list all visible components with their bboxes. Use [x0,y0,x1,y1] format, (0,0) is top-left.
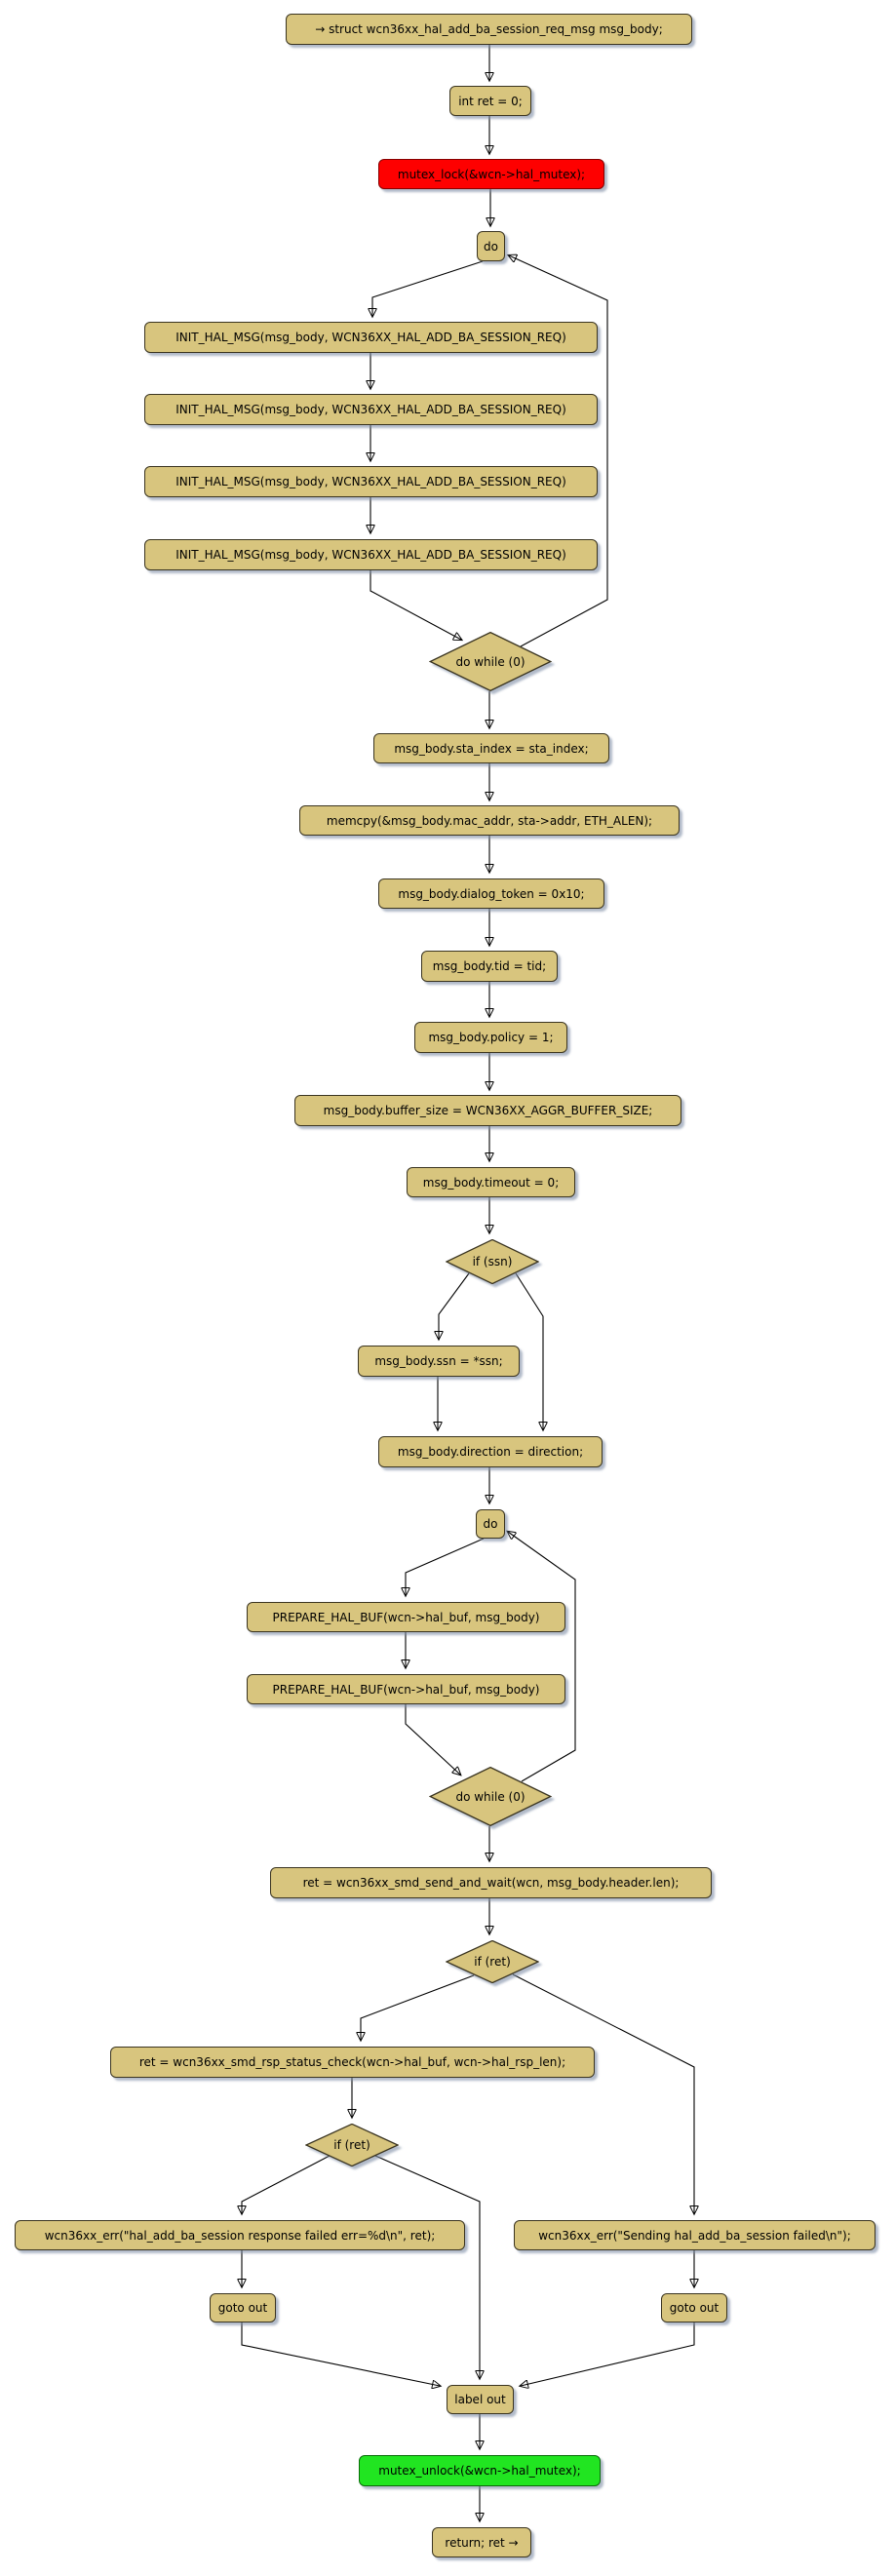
diamond-shape [446,1940,539,1983]
node-ssn: msg_body.ssn = *ssn; [358,1346,520,1377]
node-int-ret: int ret = 0; [449,86,531,116]
node-mutex-lock: mutex_lock(&wcn->hal_mutex); [378,159,604,189]
edge-if-ssn-true-to-ssn [439,1272,470,1339]
node-err-response-failed: wcn36xx_err("hal_add_ba_session response… [15,2220,465,2250]
node-label: if (ret) [333,2138,370,2152]
node-send-and-wait: ret = wcn36xx_smd_send_and_wait(wcn, msg… [270,1867,712,1898]
node-do-2: do [476,1509,505,1539]
node-if-ret-1: if (ret) [446,1940,539,1983]
node-dialog-token: msg_body.dialog_token = 0x10; [378,878,604,909]
diamond-shape [446,1239,539,1284]
node-direction: msg_body.direction = direction; [378,1436,603,1467]
node-do-while-1: do while (0) [429,632,552,691]
node-timeout: msg_body.timeout = 0; [407,1167,575,1197]
node-do-1: do [477,231,505,261]
node-prepare-hal-buf-1: PREPARE_HAL_BUF(wcn->hal_buf, msg_body) [247,1602,565,1632]
node-init-hal-msg-1: INIT_HAL_MSG(msg_body, WCN36XX_HAL_ADD_B… [144,322,598,353]
node-goto-out-1: goto out [210,2293,276,2322]
edge-if-ret2-false-to-label-out [374,2155,480,2378]
node-buffer-size: msg_body.buffer_size = WCN36XX_AGGR_BUFF… [294,1095,681,1126]
edge-do-while1-loop-to-do1 [509,255,608,647]
edge-do-while2-loop-to-do2 [508,1532,576,1782]
node-prepare-hal-buf-2: PREPARE_HAL_BUF(wcn->hal_buf, msg_body) [247,1674,565,1704]
diamond-shape [429,632,552,691]
node-if-ssn: if (ssn) [446,1239,539,1284]
node-rsp-status-check: ret = wcn36xx_smd_rsp_status_check(wcn->… [110,2047,595,2078]
edge-if-ret2-true-to-err-response [242,2155,331,2213]
node-init-hal-msg-2: INIT_HAL_MSG(msg_body, WCN36XX_HAL_ADD_B… [144,394,598,425]
node-err-sending-failed: wcn36xx_err("Sending hal_add_ba_session … [514,2220,876,2250]
edge-if-ssn-false-to-direction [515,1272,543,1429]
node-label: do while (0) [455,654,525,669]
node-mutex-unlock: mutex_unlock(&wcn->hal_mutex); [359,2455,601,2486]
edge-init4-to-do-while1 [370,570,461,640]
edge-if-ret1-true-to-status-check [361,1974,475,2040]
node-init-hal-msg-4: INIT_HAL_MSG(msg_body, WCN36XX_HAL_ADD_B… [144,539,598,570]
diamond-shape [429,1767,552,1826]
node-label-out: label out [447,2385,514,2414]
node-label: if (ret) [474,1955,511,1969]
diamond-shape [305,2124,399,2166]
node-memcpy: memcpy(&msg_body.mac_addr, sta->addr, ET… [299,805,680,836]
edge-goto-out2-to-label-out [521,2322,695,2386]
node-return: return; ret → [432,2527,531,2557]
node-tid: msg_body.tid = tid; [421,951,558,982]
node-sta-index: msg_body.sta_index = sta_index; [373,733,609,763]
edge-goto-out1-to-label-out [241,2322,440,2386]
node-label: if (ssn) [472,1255,513,1268]
node-do-while-2: do while (0) [429,1767,552,1826]
node-policy: msg_body.policy = 1; [414,1022,567,1053]
node-goto-out-2: goto out [661,2293,727,2322]
edge-do1-to-init1 [372,260,484,316]
node-if-ret-2: if (ret) [305,2124,399,2166]
edge-if-ret1-false-to-err-sending [512,1973,694,2213]
node-label: do while (0) [455,1789,525,1804]
node-start: → struct wcn36xx_hal_add_ba_session_req_… [286,14,692,45]
edge-prepare2-to-do-while2 [405,1704,460,1775]
edge-do2-to-prepare1 [406,1538,485,1595]
node-init-hal-msg-3: INIT_HAL_MSG(msg_body, WCN36XX_HAL_ADD_B… [144,466,598,497]
